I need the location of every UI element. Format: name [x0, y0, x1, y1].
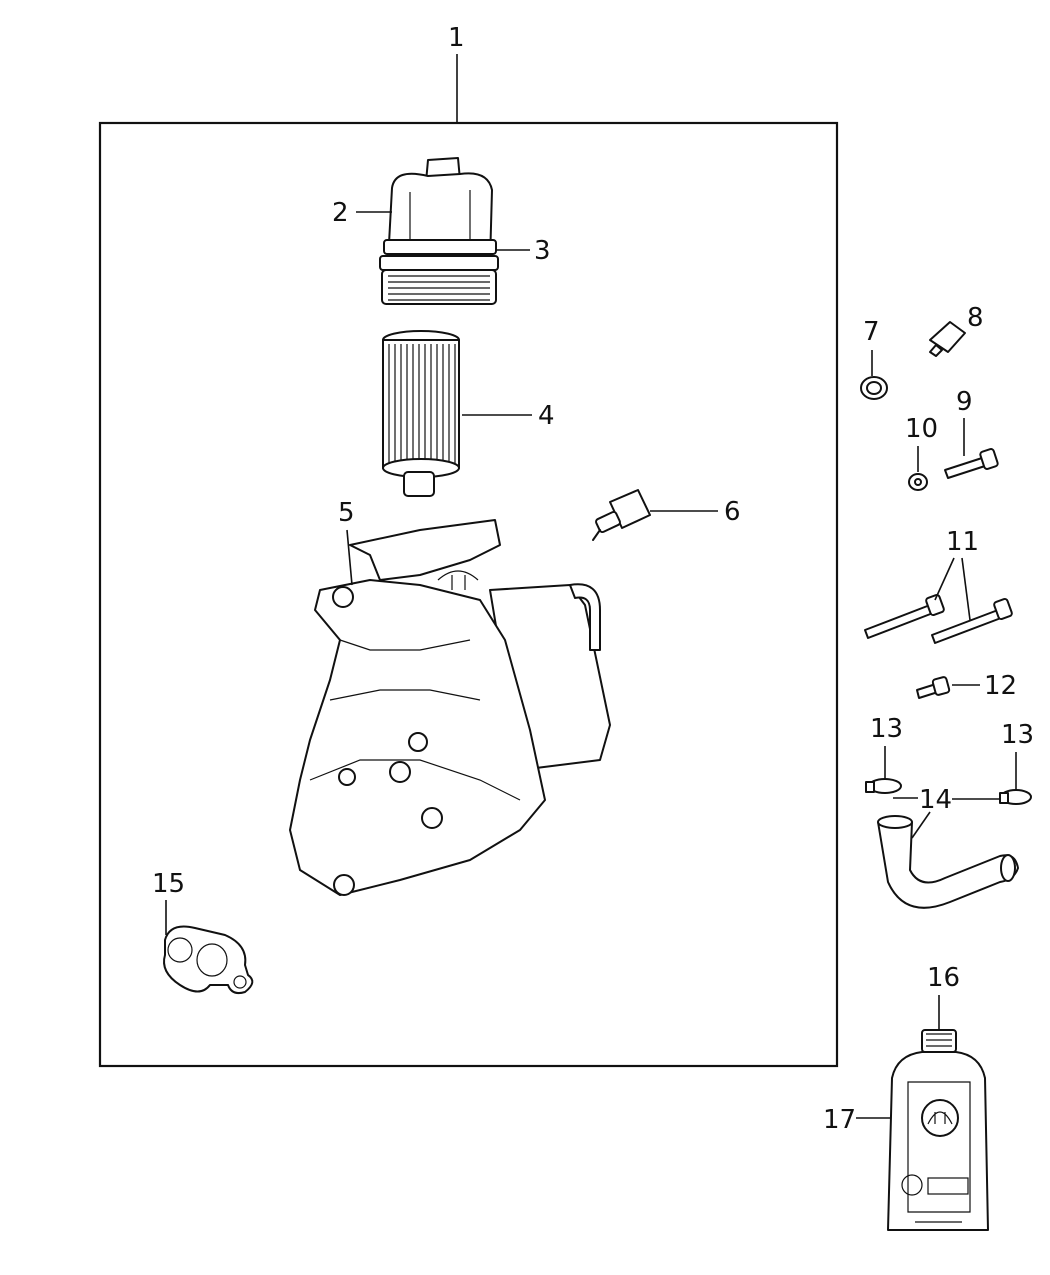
leader-11a: [934, 557, 955, 601]
bolt-icon: [944, 448, 999, 479]
callout-7: 7: [863, 317, 880, 347]
callout-5: 5: [338, 498, 355, 528]
oil-filter-element-icon: [382, 330, 460, 497]
short-bolt-icon: [916, 676, 951, 699]
callout-1: 1: [448, 23, 465, 53]
seal-ring-icon: [860, 376, 888, 400]
sensor-icon: [592, 489, 651, 541]
filter-housing-cap-icon: [379, 157, 499, 305]
washer-icon: [908, 473, 928, 491]
leader-11b: [961, 557, 971, 621]
hose-icon: [877, 815, 1019, 909]
callout-9: 9: [956, 387, 973, 417]
drain-plug-icon: [929, 321, 966, 357]
callout-16: 16: [927, 963, 960, 993]
callout-11: 11: [946, 527, 979, 557]
assembly-frame: [98, 121, 839, 1068]
callout-17: 17: [823, 1105, 856, 1135]
callout-3: 3: [534, 236, 551, 266]
callout-8: 8: [967, 303, 984, 333]
callout-15: 15: [152, 869, 185, 899]
callout-10: 10: [905, 414, 938, 444]
callout-6: 6: [724, 497, 741, 527]
oil-filter-housing-icon: [289, 519, 611, 896]
callout-13a: 13: [870, 714, 903, 744]
gasket-icon: [163, 925, 254, 995]
oil-bottle-icon: [887, 1029, 989, 1231]
callout-13b: 13: [1001, 720, 1034, 750]
callout-14: 14: [919, 785, 952, 815]
callout-4: 4: [538, 401, 555, 431]
callout-2: 2: [332, 198, 349, 228]
hose-clamp-icon: [865, 778, 1032, 805]
long-bolts-icon: [864, 593, 1013, 644]
callout-12: 12: [984, 671, 1017, 701]
leader-14c: [911, 811, 931, 839]
leader-5: [346, 529, 353, 586]
